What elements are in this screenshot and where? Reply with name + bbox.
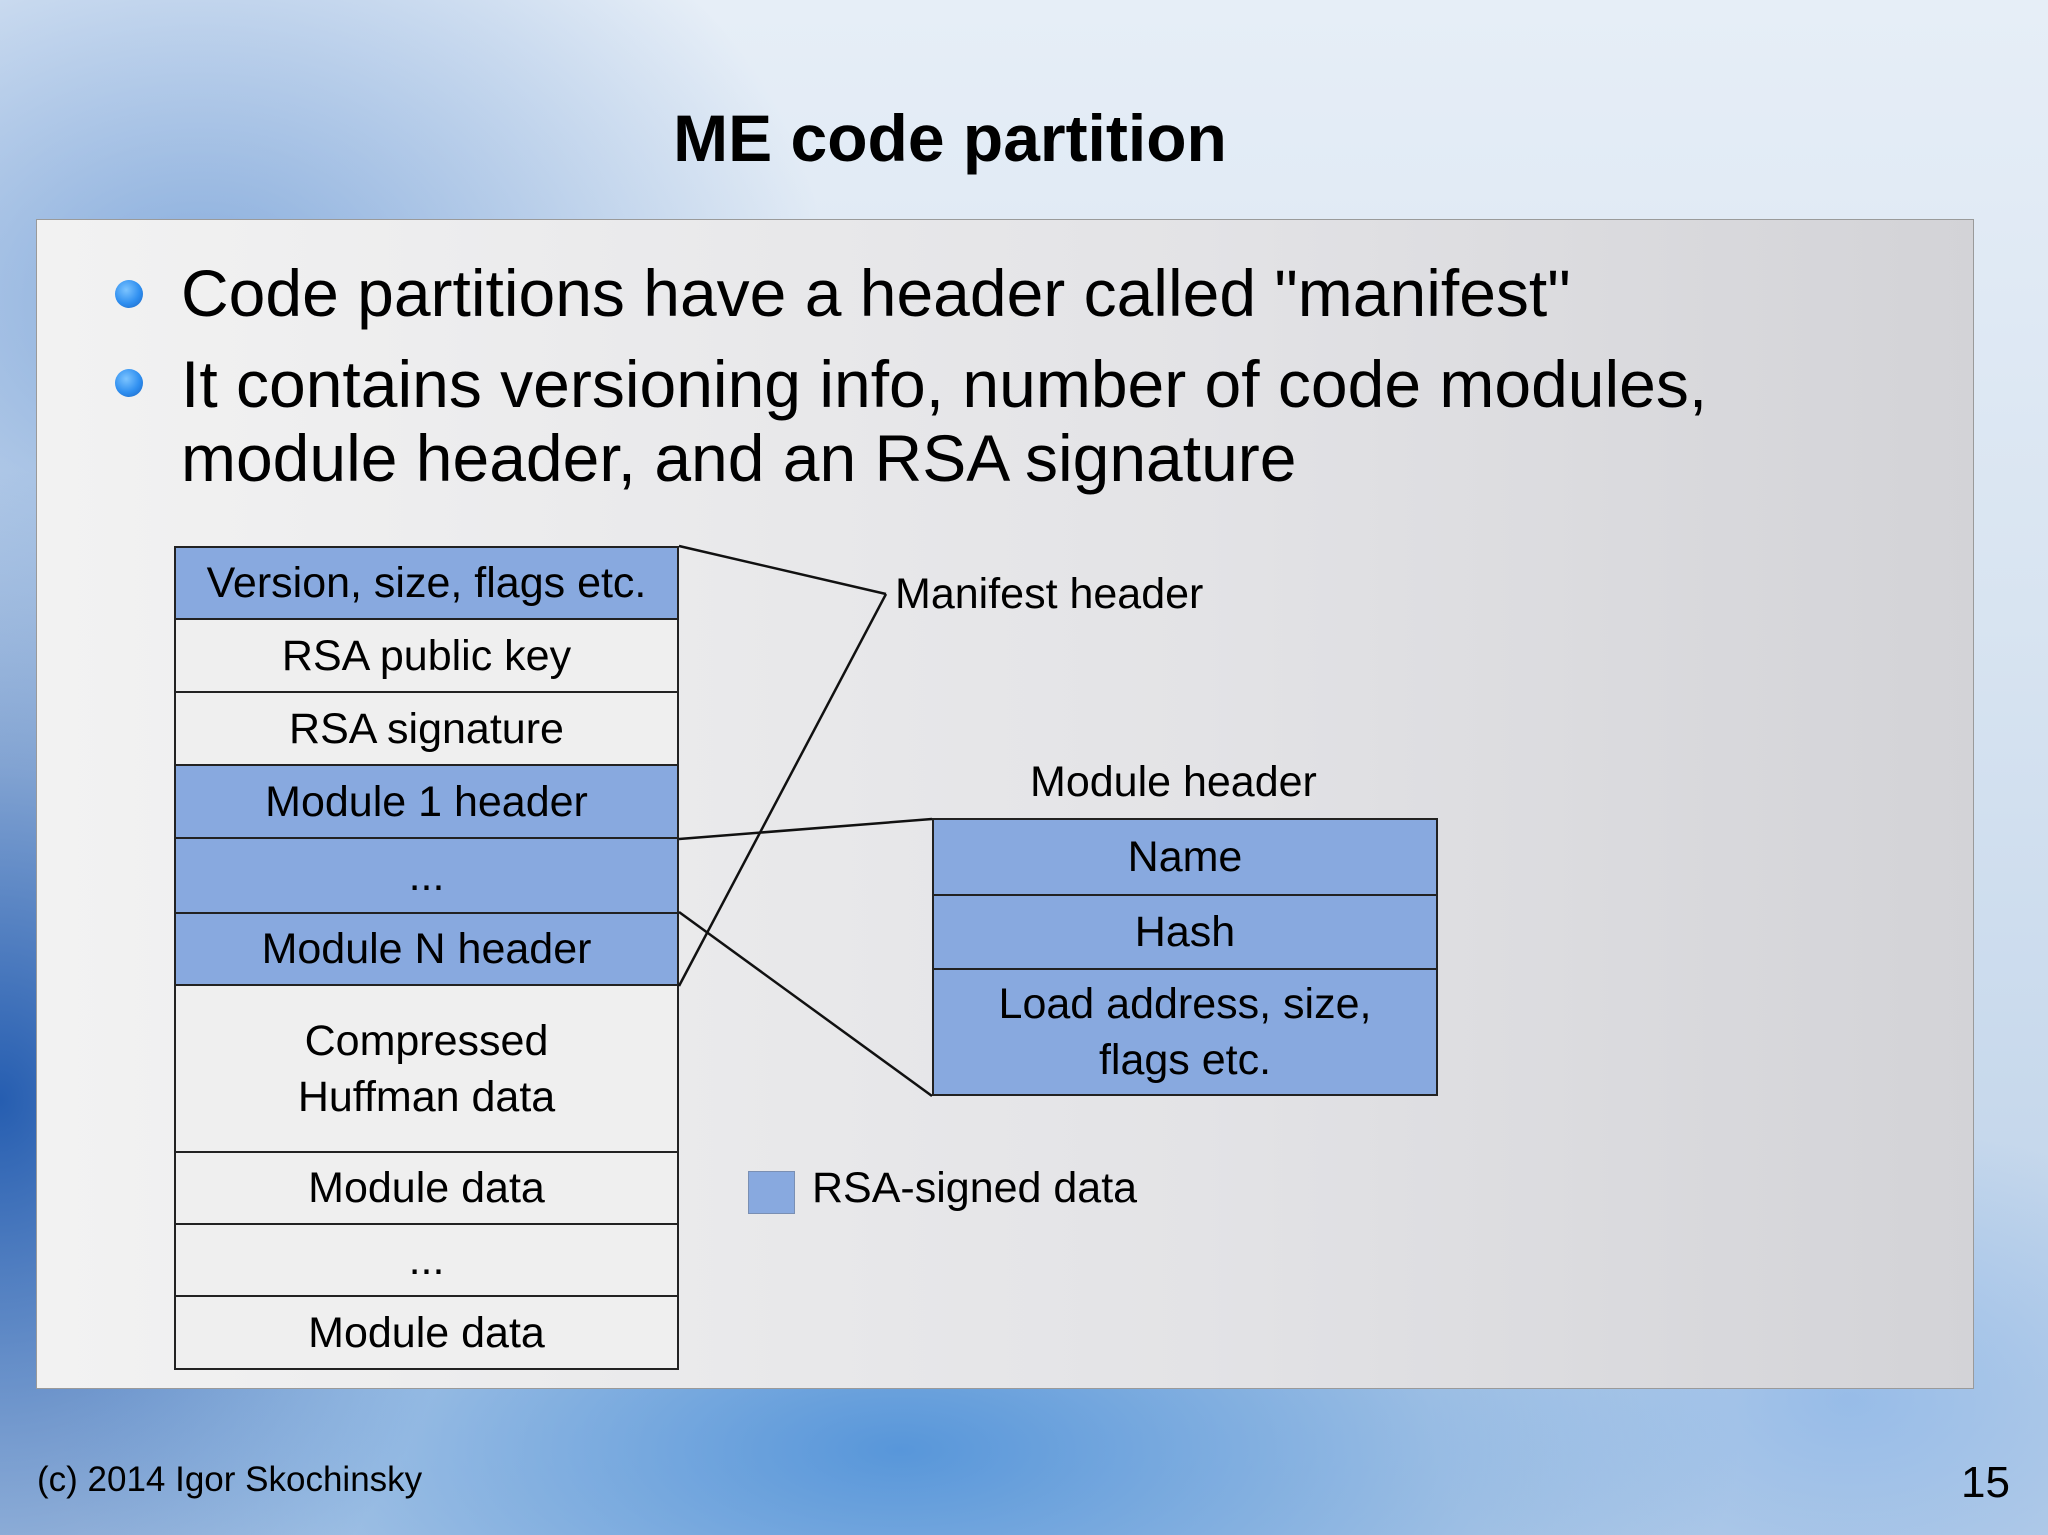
bullet-text: It contains versioning info, number of c… (181, 347, 1708, 495)
manifest-header-label: Manifest header (895, 570, 1204, 618)
bullet-dot-icon (115, 369, 143, 397)
bullet-text: Code partitions have a header called "ma… (181, 256, 1571, 330)
module-header-cell-name: Name (932, 818, 1438, 896)
legend-label: RSA-signed data (812, 1164, 1138, 1212)
bullet-dot-icon (115, 280, 143, 308)
module-header-connector-top (678, 817, 933, 841)
module-header-title: Module header (1030, 758, 1317, 806)
partition-cell-module-n-header: Module N header (174, 912, 679, 986)
partition-cell-module-data: Module data (174, 1295, 679, 1370)
module-header-cell-hash: Hash (932, 894, 1438, 970)
manifest-connector-top (678, 544, 887, 596)
module-header-cell-load-address: Load address, size, flags etc. (932, 968, 1438, 1096)
partition-cell-module-1-header: Module 1 header (174, 764, 679, 839)
module-header-connector-bottom (678, 910, 933, 1098)
manifest-connector-bottom (677, 593, 888, 987)
page-number: 15 (1961, 1458, 2010, 1507)
footer-copyright: (c) 2014 Igor Skochinsky (37, 1460, 423, 1499)
legend-swatch (748, 1171, 795, 1214)
slide-title: ME code partition (673, 101, 1227, 175)
